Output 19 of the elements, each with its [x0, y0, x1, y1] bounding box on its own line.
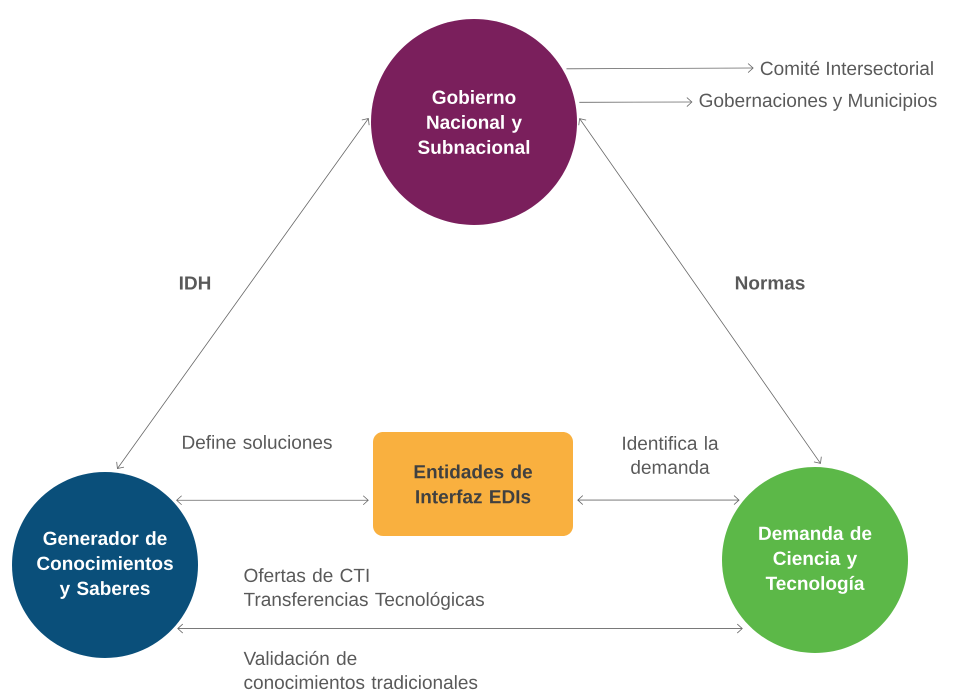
- edge-label: IDH: [180, 276, 210, 290]
- edge-label: Define soluciones: [183, 435, 332, 449]
- rounded-box: Entidades de Interfaz EDIs: [373, 432, 573, 536]
- text-label: Validación de conocimientos tradicionales: [244, 650, 478, 690]
- edge-label: Ofertas de CTI Transferencias Tecnológicas: [244, 568, 484, 610]
- edge-label: Identifica la demanda: [623, 436, 719, 474]
- arrow: [177, 624, 743, 634]
- circle-node: Generador de Conocimientos y Saberes: [12, 472, 198, 658]
- arrow: [578, 97, 692, 107]
- circle-node: Gobierno Nacional y Subnacional: [371, 19, 577, 225]
- arrow: [176, 495, 369, 506]
- arrow: [116, 118, 370, 470]
- text-label: Comité Intersectorial: [760, 60, 933, 76]
- arrow: [566, 63, 754, 73]
- edge-label: Normas: [736, 276, 805, 290]
- text-label: Gobernaciones y Municipios: [700, 93, 937, 111]
- circle-node: Demanda de Ciencia y Tecnología: [722, 466, 908, 653]
- arrow: [577, 495, 740, 505]
- arrow: [578, 118, 822, 464]
